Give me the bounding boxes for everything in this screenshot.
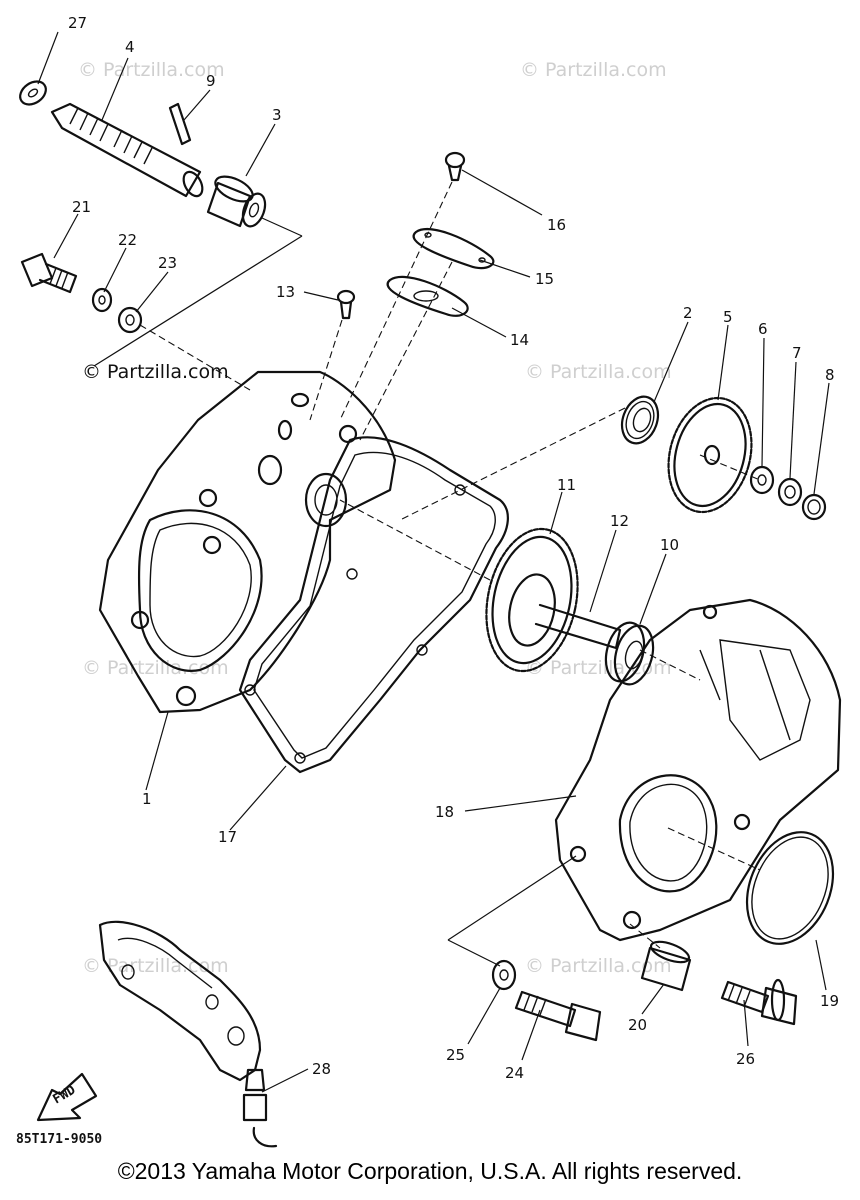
part-6-washer — [749, 465, 775, 495]
leader-lines — [37, 31, 830, 1093]
part-12-shaft — [534, 603, 622, 650]
callout-28: 28 — [312, 1060, 331, 1078]
callout-26: 26 — [736, 1050, 755, 1068]
callout-2: 2 — [683, 304, 693, 322]
callout-11: 11 — [557, 476, 576, 494]
callout-20: 20 — [628, 1016, 647, 1034]
callout-18: 18 — [435, 803, 454, 821]
callout-19: 19 — [820, 992, 839, 1010]
part-26-flange-bolt — [720, 978, 798, 1026]
callout-25: 25 — [446, 1046, 465, 1064]
callout-7: 7 — [792, 344, 802, 362]
callout-labels: 27 4 9 3 16 15 21 22 23 13 14 2 5 6 7 8 … — [68, 14, 839, 1082]
part-9-pin — [168, 102, 192, 146]
callout-21: 21 — [72, 198, 91, 216]
callout-4: 4 — [125, 38, 135, 56]
callout-23: 23 — [158, 254, 177, 272]
part-8-circlip — [801, 493, 827, 521]
callout-12: 12 — [610, 512, 629, 530]
copyright-notice: ©2013 Yamaha Motor Corporation, U.S.A. A… — [117, 1158, 743, 1184]
part-22-washer — [91, 287, 113, 313]
part-17-gasket — [238, 436, 509, 774]
callout-17: 17 — [218, 828, 237, 846]
part-24-bolt — [514, 990, 602, 1042]
part-10-bearing — [604, 621, 655, 686]
callout-27: 27 — [68, 14, 87, 32]
callout-10: 10 — [660, 536, 679, 554]
part-3-bushing — [206, 175, 267, 228]
part-20-collar — [640, 940, 692, 992]
watermark: © Partzilla.com — [525, 955, 672, 977]
part-1-case-cover — [98, 370, 397, 714]
callout-13: 13 — [276, 283, 295, 301]
part-4-shaft — [50, 102, 204, 198]
watermark: © Partzilla.com — [82, 657, 229, 679]
part-25-washer — [491, 959, 517, 991]
callout-14: 14 — [510, 331, 529, 349]
part-14-gasket — [386, 275, 469, 317]
part-15-plate — [412, 228, 495, 270]
fwd-arrow-icon: FWD — [36, 1072, 98, 1122]
watermark: © Partzilla.com — [520, 59, 667, 81]
callout-22: 22 — [118, 231, 137, 249]
part-13-screw — [336, 289, 356, 320]
fwd-label: FWD — [51, 1083, 79, 1108]
callout-1: 1 — [142, 790, 152, 808]
watermark: © Partzilla.com — [82, 361, 229, 383]
callout-8: 8 — [825, 366, 835, 384]
part-21-bolt — [20, 252, 78, 294]
watermark: © Partzilla.com — [525, 361, 672, 383]
part-19-o-ring — [745, 831, 835, 945]
watermark: © Partzilla.com — [82, 955, 229, 977]
diagram-code: 85T171-9050 — [16, 1132, 102, 1147]
watermark-group: © Partzilla.com © Partzilla.com © Partzi… — [78, 59, 672, 977]
part-5-sprocket — [667, 396, 753, 514]
part-7-washer — [777, 477, 803, 507]
callout-6: 6 — [758, 320, 768, 338]
callout-16: 16 — [547, 216, 566, 234]
callout-9: 9 — [206, 72, 216, 90]
part-16-screw — [444, 151, 466, 182]
callout-3: 3 — [272, 106, 282, 124]
watermark: © Partzilla.com — [78, 59, 225, 81]
alignment-lines — [93, 181, 761, 967]
callout-5: 5 — [723, 308, 733, 326]
part-27-washer — [19, 80, 47, 106]
part-28-bracket-assembly — [98, 920, 278, 1148]
part-2-bearing — [620, 395, 660, 445]
part-18-outer-cover — [554, 598, 842, 942]
part-23-washer — [117, 306, 143, 334]
callout-15: 15 — [535, 270, 554, 288]
callout-24: 24 — [505, 1064, 524, 1082]
part-11-gear — [485, 527, 579, 673]
